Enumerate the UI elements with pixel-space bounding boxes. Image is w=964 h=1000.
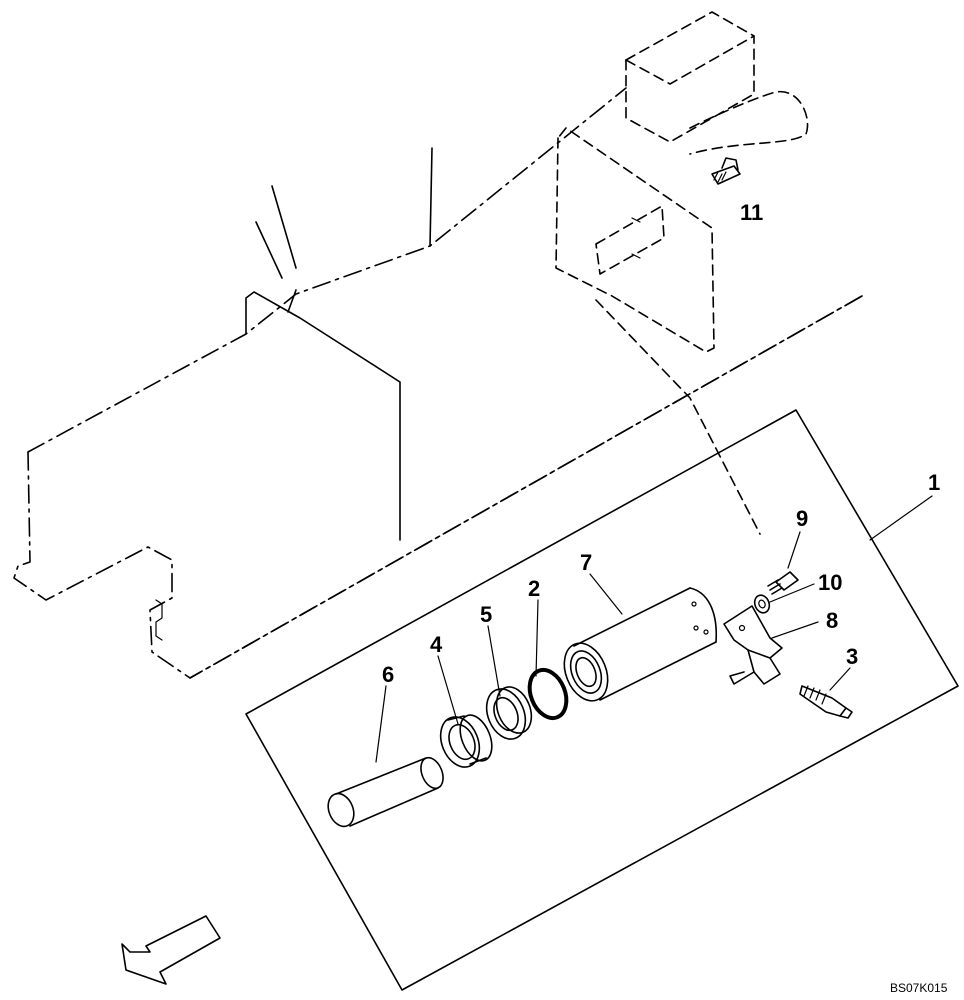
front-direction-arrow-icon <box>121 915 221 985</box>
callout-9: 9 <box>796 506 808 531</box>
grease-fitting-part-3 <box>799 685 853 719</box>
callout-7: 7 <box>580 550 592 575</box>
callout-8: 8 <box>826 608 838 633</box>
callout-3: 3 <box>846 644 858 669</box>
seal-part-5 <box>485 686 533 740</box>
o-ring-part-2 <box>527 667 569 721</box>
drawing-code: BS07K015 <box>890 981 948 995</box>
washer-part-10 <box>753 594 771 614</box>
leader-lines <box>375 495 933 763</box>
callout-11: 11 <box>740 200 763 225</box>
callout-6: 6 <box>382 662 394 687</box>
callout-4: 4 <box>430 632 443 657</box>
hose-outline <box>689 91 809 155</box>
upper-box-outline <box>625 11 755 143</box>
assembly-guide-lines <box>189 295 863 679</box>
machine-frame-outline <box>13 87 863 679</box>
screw-part-9 <box>767 571 799 595</box>
cylinder-part-7 <box>563 587 718 702</box>
bracket-plate-outline <box>555 127 715 353</box>
bolt-part-11 <box>711 157 741 185</box>
callout-1: 1 <box>928 470 940 495</box>
bracket-part-8 <box>723 605 783 685</box>
callout-2: 2 <box>528 576 540 601</box>
pin-part-6 <box>327 756 444 828</box>
callout-10: 10 <box>818 570 842 595</box>
callout-5: 5 <box>480 602 492 627</box>
assembly-panel <box>245 409 959 991</box>
